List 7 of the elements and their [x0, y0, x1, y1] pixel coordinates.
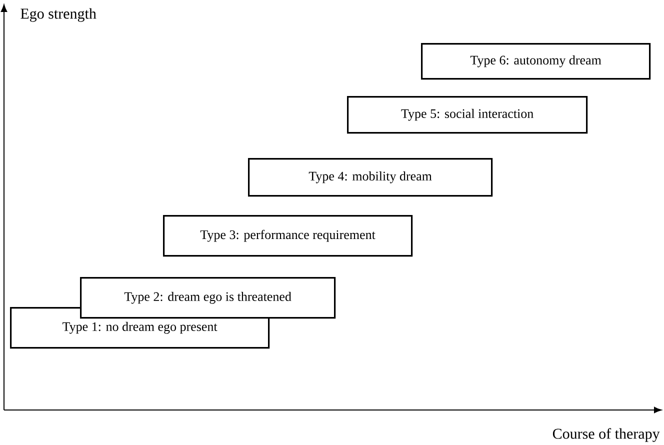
type-box: Type 6: autonomy dream [421, 43, 651, 80]
type-box: Type 2: dream ego is threatened [80, 277, 336, 319]
type-box: Type 5: social interaction [347, 96, 588, 134]
type-box: Type 3: performance requirement [163, 215, 413, 257]
type-box: Type 4: mobility dream [248, 158, 493, 197]
axis-label: Course of therapy [552, 428, 660, 442]
axis-label: Ego strength [20, 8, 96, 22]
